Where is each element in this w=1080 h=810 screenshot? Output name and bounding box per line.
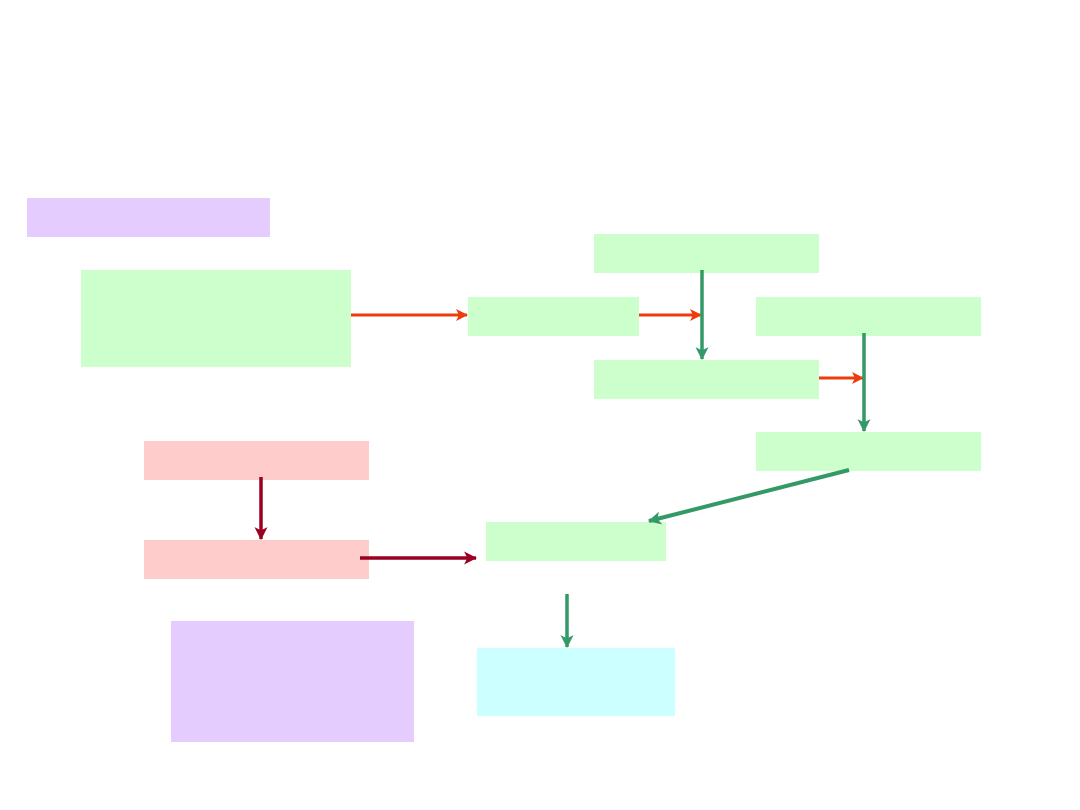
cyan-result-box xyxy=(477,648,675,716)
arrow-lower-right-to-merge xyxy=(647,468,850,525)
green-lower-right-box xyxy=(756,432,981,471)
pink-top-box xyxy=(144,441,369,480)
green-center-box xyxy=(594,360,819,399)
green-merge-box xyxy=(486,522,666,561)
green-right-box xyxy=(756,297,981,336)
green-top-right-box xyxy=(594,234,819,273)
pink-bottom-box xyxy=(144,540,369,579)
purple-bottom-box xyxy=(171,621,414,742)
purple-top-label-box xyxy=(27,198,270,237)
green-middle-box xyxy=(468,297,639,336)
green-source-box xyxy=(81,270,351,367)
